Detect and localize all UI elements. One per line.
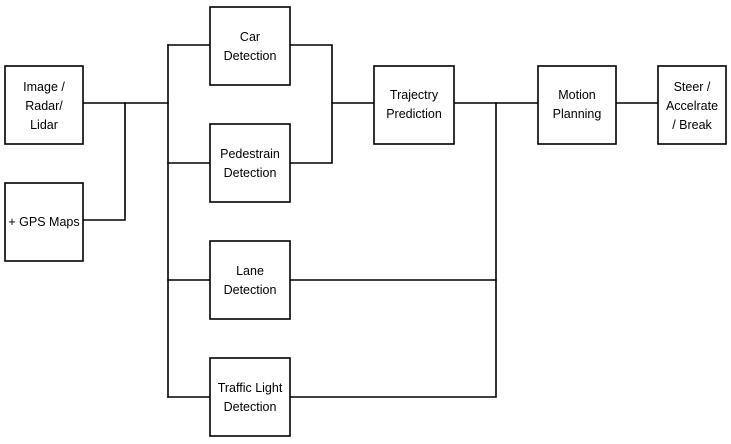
node-control-output-label-3: / Break [672, 118, 712, 132]
node-motion-planning: Motion Planning [537, 65, 617, 145]
connectors [82, 44, 659, 398]
node-trajectory-prediction-label-2: Prediction [386, 107, 442, 121]
node-input-sensors: Image / Radar/ Lidar [4, 65, 84, 145]
node-gps-maps-label: + GPS Maps [8, 215, 79, 229]
node-motion-planning-label-2: Planning [553, 107, 602, 121]
connector-car-to-trajectory [289, 44, 333, 164]
node-input-sensors-label-3: Lidar [30, 118, 58, 132]
node-car-detection-label-2: Detection [224, 49, 277, 63]
connector-traffic-light-to-motion [289, 102, 497, 398]
node-traffic-light-detection: Traffic Light Detection [209, 357, 291, 437]
node-gps-maps: + GPS Maps [4, 182, 84, 262]
node-pedestrian-detection-label-2: Detection [224, 166, 277, 180]
node-input-sensors-label-2: Radar/ [25, 99, 63, 113]
node-control-output-label-1: Steer / [674, 80, 711, 94]
connector-gps-to-bus [82, 102, 126, 221]
node-trajectory-prediction-label-1: Trajectry [390, 88, 439, 102]
node-lane-detection-label-2: Detection [224, 283, 277, 297]
node-pedestrian-detection: Pedestrain Detection [209, 123, 291, 203]
node-traffic-light-detection-label-2: Detection [224, 400, 277, 414]
node-trajectory-prediction: Trajectry Prediction [373, 65, 455, 145]
node-control-output: Steer / Accelrate / Break [657, 65, 727, 145]
node-lane-detection: Lane Detection [209, 240, 291, 320]
node-motion-planning-label-1: Motion [558, 88, 596, 102]
node-car-detection: Car Detection [209, 6, 291, 86]
node-lane-detection-label-1: Lane [236, 264, 264, 278]
node-car-detection-label-1: Car [240, 30, 260, 44]
node-pedestrian-detection-label-1: Pedestrain [220, 147, 280, 161]
node-control-output-label-2: Accelrate [666, 99, 718, 113]
node-input-sensors-label-1: Image / [23, 80, 65, 94]
node-traffic-light-detection-label-1: Traffic Light [218, 381, 283, 395]
